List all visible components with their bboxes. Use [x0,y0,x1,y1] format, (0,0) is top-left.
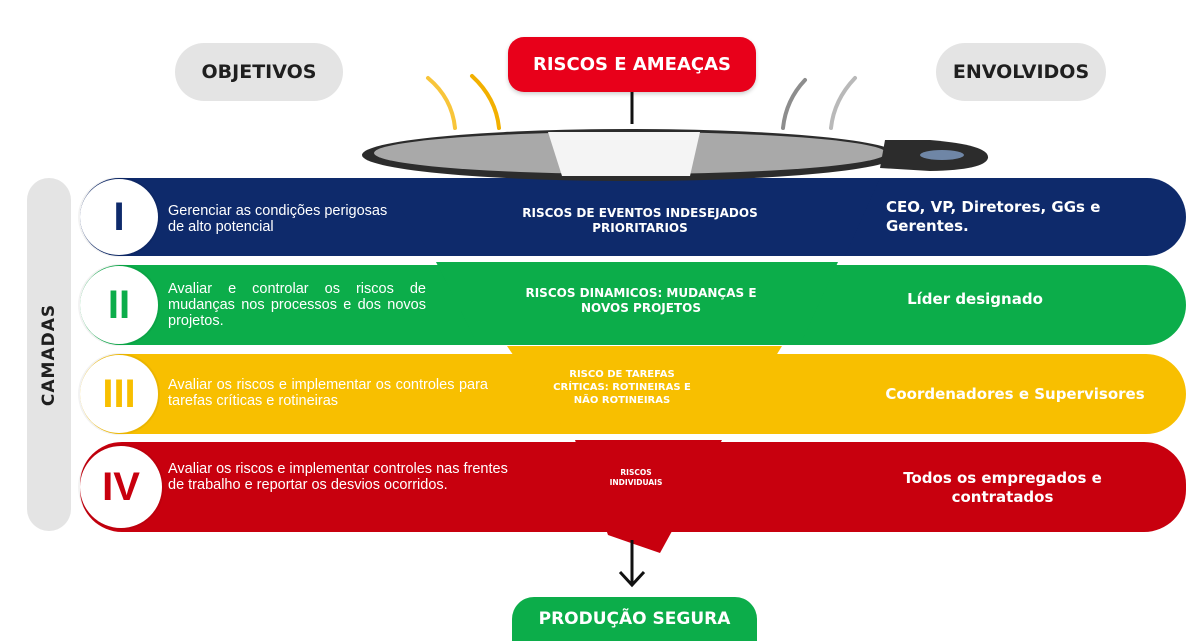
layer-2-numeral: II [107,282,131,327]
layer-1-involved: CEO, VP, Diretores, GGs e Gerentes. [886,198,1101,235]
layer-3-involved: Coordenadores e Supervisores [885,385,1145,403]
objectives-header-label: OBJETIVOS [201,61,317,83]
layer-3-number: III [80,355,158,433]
layer-4-involved: Todos os empregados e contratados [903,469,1102,506]
involved-header-label: ENVOLVIDOS [952,61,1090,83]
objectives-header: OBJETIVOS [175,43,343,101]
output-arrow-head [618,570,646,588]
layer-2-objective: Avaliar e controlar os riscos de mudança… [168,281,426,329]
funnel-label-4: RISCOS INDIVIDUAIS [609,468,663,487]
funnel-segment-2 [436,262,838,345]
funnel-label-2: RISCOS DINAMICOS: MUDANÇAS E NOVOS PROJE… [525,286,757,315]
funnel-segment-1 [380,178,880,256]
layer-1-number: I [80,179,158,255]
risks-header: RISCOS E AMEAÇAS [508,37,756,92]
layer-3-objective: Avaliar os riscos e implementar os contr… [168,377,488,409]
layer-2-number: II [80,266,158,344]
funnel-handle-hole [920,150,964,160]
funnel-segment-4 [575,440,722,553]
layers-side-label: CAMADAS [27,178,71,531]
output-label-text: PRODUÇÃO SEGURA [538,609,731,629]
layer-1-objective: Gerenciar as condições perigosas de alto… [168,203,388,235]
output-label: PRODUÇÃO SEGURA [512,597,757,641]
layer-1-numeral: I [113,194,125,239]
layer-4-numeral: IV [102,464,140,509]
grey-arc-2 [829,76,857,130]
funnel-label-1: RISCOS DE EVENTOS INDESEJADOS PRIORITARI… [522,206,758,235]
yellow-arc-2 [470,74,501,130]
layer-3-numeral: III [102,371,136,416]
funnel-label-3: RISCO DE TAREFAS CRÍTICAS: ROTINEIRAS E … [553,369,691,406]
layer-4-number: IV [80,446,162,528]
risks-header-label: RISCOS E AMEAÇAS [533,54,731,75]
involved-header: ENVOLVIDOS [936,43,1106,101]
funnel-rim-highlight [548,132,700,176]
yellow-arc-1 [426,76,457,130]
layer-4-objective: Avaliar os riscos e implementar controle… [168,461,508,493]
grey-arc-1 [781,78,807,130]
funnel-segment-3 [507,346,782,434]
layer-2-involved: Líder designado [907,290,1043,308]
